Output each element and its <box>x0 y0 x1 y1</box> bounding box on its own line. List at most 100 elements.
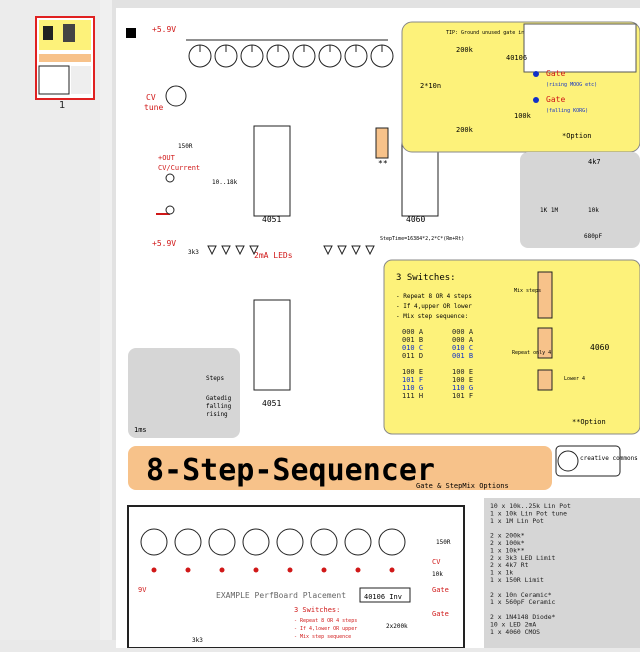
switch-table-cell: 000 A <box>402 328 424 336</box>
switch-table-cell: 100 E <box>452 368 473 376</box>
scrollbar[interactable] <box>100 0 112 640</box>
switch-table-cell: 001 B <box>452 352 473 360</box>
perfboard-pot <box>208 528 236 556</box>
led <box>337 245 347 256</box>
switch-table-cell: 111 H <box>402 392 423 400</box>
perfboard-pot <box>174 528 202 556</box>
supply-label-top: +5.9V <box>152 25 176 34</box>
perfboard-led <box>321 567 327 573</box>
bom-panel <box>484 498 640 648</box>
legend-1ms: 1ms <box>134 426 147 434</box>
placement-ic <box>359 587 411 603</box>
schematic-sheet: +5.9V CV tune 4051 +OUT CV/Current 150R … <box>116 8 640 649</box>
bom-line: 2 x 4k7 Rt <box>490 561 529 569</box>
switch-table-cell: 010 C <box>452 344 473 352</box>
legend-gate3: rising <box>206 411 228 418</box>
bom-line: 1 x 1k <box>490 569 513 577</box>
perfboard-led <box>219 567 225 573</box>
bom-line: 2 x 1N4148 Diode* <box>490 613 556 621</box>
placement-r10k: 10k <box>432 571 443 578</box>
ground-note: TIP: Ground unused gate inputs (or use f… <box>446 30 587 36</box>
sw-lower-label: Lower 4 <box>564 376 585 382</box>
switch-line-1: - Repeat 8 OR 4 steps <box>396 293 472 300</box>
switch-table-cell: 010 C <box>402 344 423 352</box>
placement-9v: 9V <box>138 586 147 594</box>
legend-steps: Steps <box>206 375 224 382</box>
legend-gate: Gatedig <box>206 395 232 402</box>
led-row <box>207 245 375 256</box>
led <box>249 245 259 256</box>
document-page: +5.9V CV tune 4051 +OUT CV/Current 150R … <box>112 0 640 649</box>
bom-line: 1 x 10k** <box>490 546 525 554</box>
led <box>235 245 245 256</box>
perfboard-pot <box>276 528 304 556</box>
led <box>351 245 361 256</box>
switch-table-cell: 100 E <box>452 376 473 384</box>
bom-line: 1 x 1M Lin Pot <box>490 517 544 525</box>
bom-line: 10 x 10k..25k Lin Pot <box>490 502 571 510</box>
bom-line: 2 x 100k* <box>490 539 525 547</box>
perfboard-led <box>389 567 395 573</box>
r4k7-label: 4k7 <box>588 158 601 166</box>
bom-line: 1 x 560pF Ceramic <box>490 598 556 606</box>
bom-line: 1 x 150R Limit <box>490 576 544 584</box>
switch-table-cell: 110 G <box>402 384 423 392</box>
switch-table-cell: 101 F <box>452 392 473 400</box>
placement-ic-label: 40106 Inv <box>364 593 402 601</box>
perfboard-led <box>355 567 361 573</box>
bom-line: 2 x 200k* <box>490 532 525 540</box>
perfboard-pot <box>344 528 372 556</box>
perfboard-led <box>287 567 293 573</box>
bom-line: 1 x 4060 CMOS <box>490 628 540 636</box>
r10k-label: 10..18k <box>212 179 238 186</box>
ic-40106 <box>523 23 637 73</box>
perfboard-pot <box>242 528 270 556</box>
ic-4060-label: 4060 <box>406 215 425 224</box>
timing-legend <box>128 348 240 438</box>
ic-4051-top-label: 4051 <box>262 215 281 224</box>
timing-panel <box>520 152 640 248</box>
bom-line: 10 x LED 2mA <box>490 620 536 628</box>
r10k-b-label: 10k <box>588 207 599 214</box>
switch-repeat <box>537 327 553 359</box>
r200k-bot-label: 200k <box>456 126 474 134</box>
perfboard-led <box>185 567 191 573</box>
page-number: 1 <box>59 100 66 111</box>
switch-table-cell: 000 A <box>452 328 474 336</box>
schematic-drawing: +5.9V CV tune 4051 +OUT CV/Current 150R … <box>126 21 640 649</box>
sw-option-label: **Option <box>572 418 606 426</box>
cv-tune-label2: tune <box>144 103 163 112</box>
gnd-jack <box>165 205 175 215</box>
perfboard-pots <box>140 528 406 573</box>
ic-40106-label: 40106 <box>506 54 527 62</box>
placement-switch-1: - Repeat 8 OR 4 steps <box>294 618 357 624</box>
placement-switch-title: 3 Switches: <box>294 606 340 614</box>
option-marker: ** <box>378 159 388 168</box>
placement-r150: 150R <box>436 539 451 546</box>
sw-mix-label: Mix steps <box>514 288 541 294</box>
led-label: 2mA LEDs <box>254 251 293 260</box>
pot-row <box>186 39 394 68</box>
placement-title: EXAMPLE PerfBoard Placement <box>216 591 346 600</box>
placement-cv: CV <box>432 558 441 566</box>
r100k-label: 100k <box>514 112 532 120</box>
switch-table-cell: 001 B <box>402 336 423 344</box>
supply-label-mid: +5.9V <box>152 239 176 248</box>
thumbnail-sidebar: 1 <box>0 0 101 640</box>
gate-rising-jack <box>533 71 539 77</box>
option-label: *Option <box>562 132 592 140</box>
switch-panel <box>383 259 640 435</box>
subtitle: Gate & StepMix Options <box>416 482 509 490</box>
placement-switch-2: - If 4,lower OR upper <box>294 626 357 632</box>
switch-line-2: - If 4,upper OR lower <box>396 303 472 310</box>
placement-r3k3: 3k3 <box>192 637 203 644</box>
legend-gate2: falling <box>206 403 232 410</box>
tune-pot <box>165 85 187 107</box>
corner-marker <box>126 28 136 38</box>
r3k3-label: 3k3 <box>188 249 199 256</box>
switch-table-cell: 110 G <box>452 384 473 392</box>
page-thumbnail[interactable] <box>35 16 95 100</box>
gate-rising-label: Gate <box>546 69 565 78</box>
cap-2x10n-label: 2*10n <box>420 82 441 90</box>
